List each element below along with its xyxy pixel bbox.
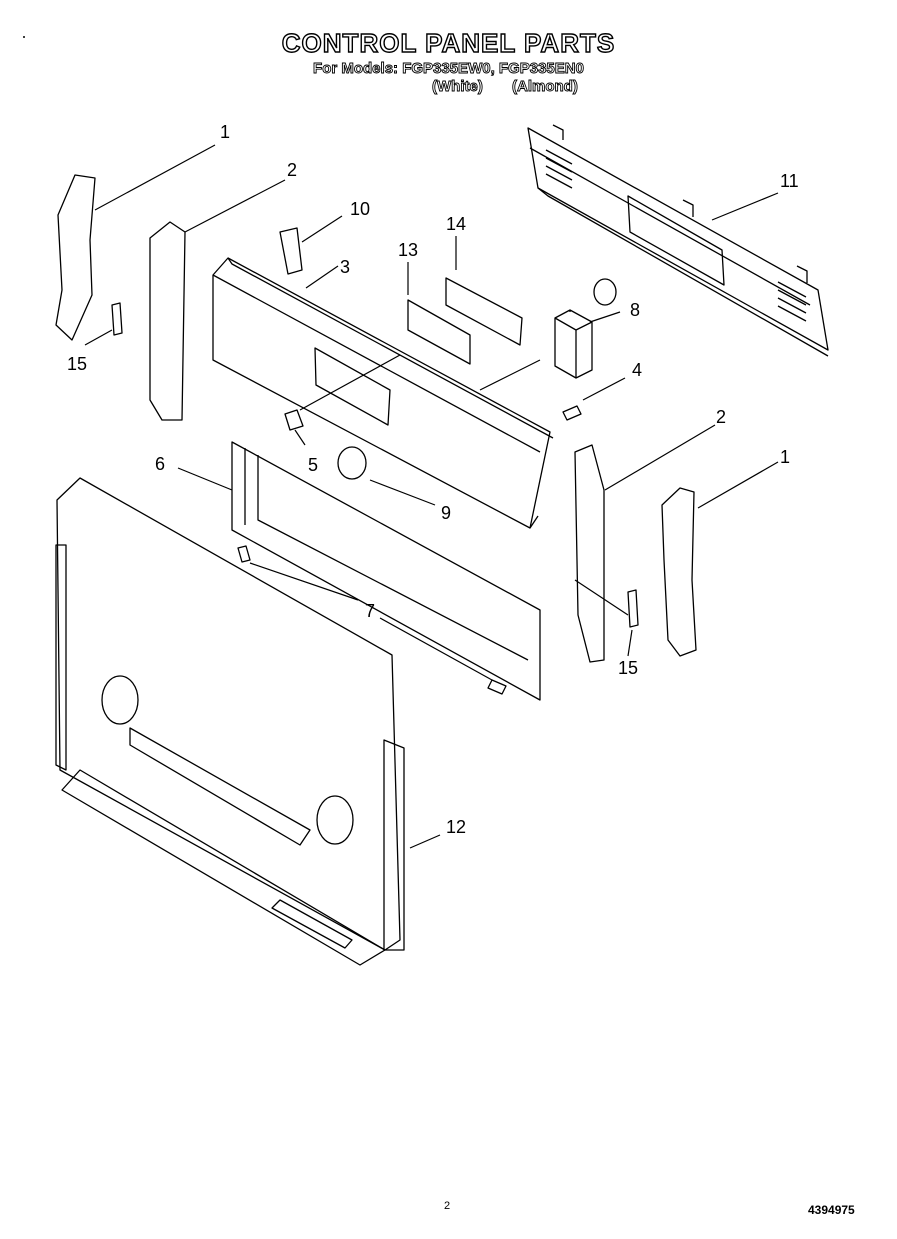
overlay xyxy=(407,299,471,365)
part-number: 4394975 xyxy=(808,1203,855,1217)
callout-11: 11 xyxy=(780,171,799,191)
callout-12: 12 xyxy=(446,817,466,837)
screw-7a xyxy=(237,545,251,563)
models-subtitle: For Models: FGP335EW0, FGP335EN0 xyxy=(313,60,585,78)
back-panel xyxy=(55,477,405,966)
callout-15-left: 15 xyxy=(67,354,87,374)
right-side-bracket xyxy=(574,444,605,663)
stray-dot xyxy=(23,36,25,38)
knob-5 xyxy=(284,409,304,431)
callout-1-right: 1 xyxy=(780,447,790,467)
callout-3: 3 xyxy=(340,257,350,277)
clip-15a xyxy=(111,302,123,336)
callout-14: 14 xyxy=(446,214,466,234)
variant-almond: (Almond) xyxy=(512,78,579,96)
callout-13: 13 xyxy=(398,240,418,260)
callout-9: 9 xyxy=(441,503,451,523)
clip xyxy=(279,227,303,275)
callout-10: 10 xyxy=(350,199,370,219)
clip-15b xyxy=(627,589,639,628)
screw-7b xyxy=(487,679,507,695)
callout-2-left: 2 xyxy=(287,160,297,180)
callout-2-right: 2 xyxy=(716,407,726,427)
callout-1-left: 1 xyxy=(220,122,230,142)
right-end-cap xyxy=(661,487,697,657)
callout-15-right: 15 xyxy=(618,658,638,678)
left-side-bracket xyxy=(149,221,186,421)
timer-box xyxy=(554,278,617,379)
callout-6: 6 xyxy=(155,454,165,474)
knob-9 xyxy=(337,446,367,480)
callout-4: 4 xyxy=(632,360,642,380)
manifold-panel xyxy=(231,441,541,701)
rear-trim-panel xyxy=(527,124,829,357)
screw-4 xyxy=(562,405,582,421)
clock-board xyxy=(445,277,523,346)
callout-5: 5 xyxy=(308,455,318,475)
page-number: 2 xyxy=(444,1200,451,1212)
page-title: CONTROL PANEL PARTS xyxy=(281,27,616,58)
callout-7: 7 xyxy=(365,601,375,621)
leader-lines xyxy=(84,144,779,849)
callout-8: 8 xyxy=(630,300,640,320)
variant-white: (White) xyxy=(432,78,484,96)
control-panel xyxy=(212,257,554,529)
left-end-cap xyxy=(55,174,96,341)
